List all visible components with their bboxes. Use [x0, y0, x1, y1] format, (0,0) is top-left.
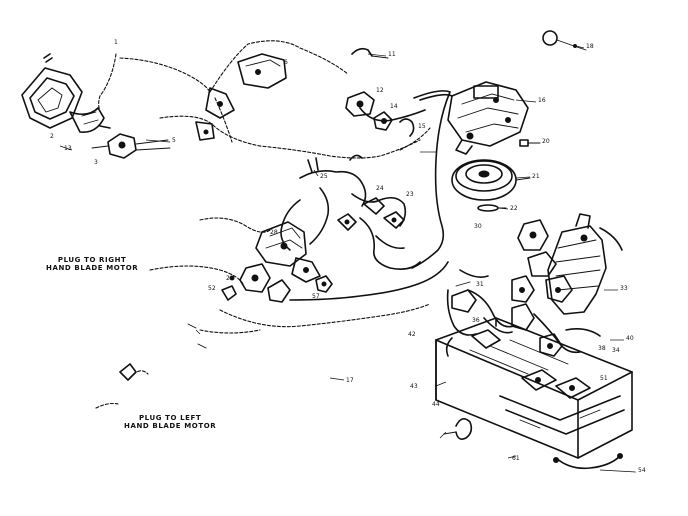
- callout-31: 31: [476, 281, 484, 288]
- callout-18: 18: [586, 43, 594, 50]
- callout-13: 13: [64, 145, 72, 152]
- motor-assembly: [517, 213, 623, 315]
- callout-57: 57: [312, 293, 320, 300]
- callout-16: 16: [538, 97, 546, 104]
- bracket-36: [451, 281, 477, 313]
- callout-2: 2: [50, 133, 54, 140]
- fittings-13-14: [345, 91, 415, 137]
- clamp-18: [443, 418, 473, 440]
- callout-11: 11: [388, 51, 396, 58]
- callout-23: 23: [406, 191, 414, 198]
- callout-52: 52: [208, 285, 216, 292]
- switch-assembly: [221, 221, 333, 303]
- callout-36: 36: [472, 317, 480, 324]
- callout-40: 40: [626, 335, 634, 342]
- callout-21: 21: [532, 173, 540, 180]
- callout-51: 51: [600, 375, 608, 382]
- callout-14: 14: [390, 103, 398, 110]
- junction-harness: [280, 154, 421, 270]
- callout-12: 12: [376, 87, 384, 94]
- leader-lines: [59, 45, 637, 473]
- callout-44: 44: [432, 401, 440, 408]
- callout-28: 28: [270, 229, 278, 236]
- pulley-21: [451, 159, 531, 201]
- callout-33: 33: [620, 285, 628, 292]
- solenoid-top: [195, 53, 287, 141]
- callout-34: 34: [612, 347, 620, 354]
- callout-42: 42: [408, 331, 416, 338]
- headlight-assembly: [21, 53, 105, 134]
- plug-right-text: PLUG TO RIGHT HAND BLADE MOTOR: [46, 256, 139, 273]
- connector-11: [351, 47, 389, 59]
- generator-16: [447, 81, 529, 155]
- callout-15: 15: [418, 123, 426, 130]
- callout-6: 6: [284, 59, 288, 66]
- bulb-18: [542, 30, 587, 51]
- callout-26: 26: [226, 275, 234, 282]
- plug-left-label: PLUG TO LEFT HAND BLADE MOTOR: [124, 414, 216, 430]
- callout-25: 25: [320, 173, 328, 180]
- callout-24: 24: [376, 185, 384, 192]
- lower-harness: [95, 217, 449, 409]
- washer-22: [477, 204, 507, 212]
- callout-54: 54: [638, 467, 646, 474]
- callout-3: 3: [94, 159, 98, 166]
- callout-17: 17: [346, 377, 354, 384]
- plug-left-text: PLUG TO LEFT HAND BLADE MOTOR: [124, 414, 217, 431]
- callout-1: 1: [114, 39, 118, 46]
- plug-right-label: PLUG TO RIGHT HAND BLADE MOTOR: [46, 256, 138, 272]
- callout-22: 22: [510, 205, 518, 212]
- callout-43: 43: [410, 383, 418, 390]
- lower-right-wiring: [446, 269, 601, 357]
- callout-5: 5: [172, 137, 176, 144]
- switch-cluster: [91, 125, 171, 159]
- battery-61: [499, 395, 625, 470]
- callout-61: 61: [512, 455, 520, 462]
- callout-20: 20: [542, 138, 550, 145]
- callout-30: 30: [474, 223, 482, 230]
- callout-38: 38: [598, 345, 606, 352]
- battery-box: [435, 317, 633, 459]
